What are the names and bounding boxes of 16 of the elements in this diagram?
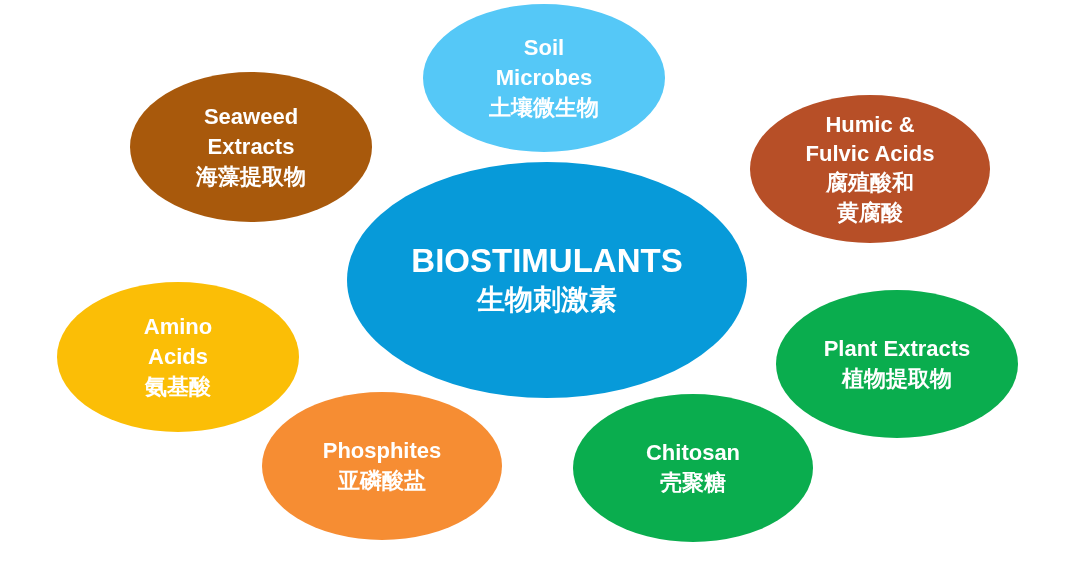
node-label: 氨基酸: [145, 373, 211, 401]
node-label: Plant Extracts: [823, 335, 971, 363]
node-label: Soil Microbes: [494, 34, 594, 92]
node-label: 亚磷酸盐: [338, 467, 426, 495]
title-label: BIOSTIMULANTS: [411, 241, 683, 281]
node-label: 生物刺激素: [477, 283, 617, 317]
node-label: Phosphites: [322, 437, 442, 465]
node-label: Amino Acids: [142, 313, 214, 371]
node-label: 植物提取物: [842, 365, 952, 393]
node-label: Humic & Fulvic Acids: [804, 111, 936, 168]
node-label: 海藻提取物: [196, 163, 306, 191]
node-label: Seaweed Extracts: [202, 103, 300, 161]
node-label: 腐殖酸和黄腐酸: [825, 169, 915, 227]
node-label: 土壤微生物: [489, 94, 599, 122]
node-label: 壳聚糖: [660, 469, 726, 497]
node-label: Chitosan: [645, 439, 741, 467]
